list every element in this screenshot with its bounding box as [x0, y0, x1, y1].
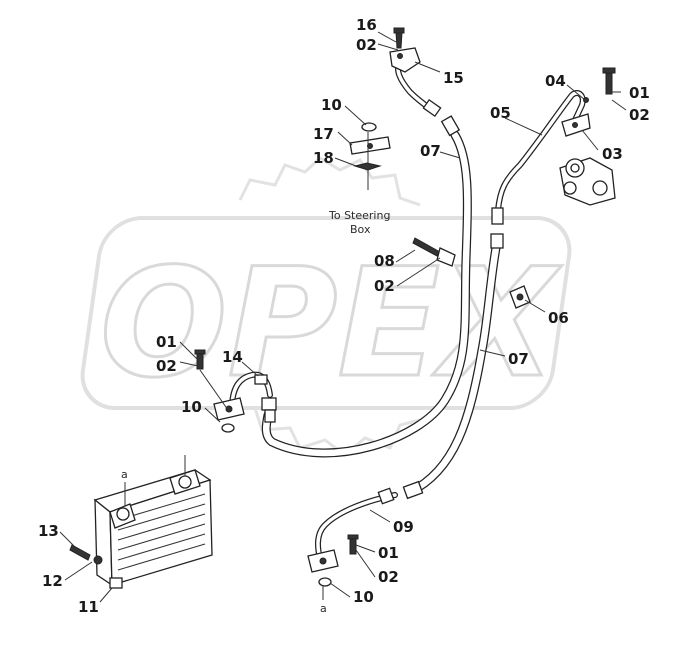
callout-02-right: 02	[629, 106, 650, 124]
fittings	[254, 98, 504, 505]
callout-15: 15	[443, 69, 464, 87]
callout-10-left: 10	[181, 398, 202, 416]
callout-11: 11	[78, 598, 99, 616]
bolt-08	[412, 237, 456, 267]
callout-01-bottom: 01	[378, 544, 399, 562]
hose-07-upper	[261, 130, 472, 458]
callout-16: 16	[356, 16, 377, 34]
port-marker-top: a	[121, 468, 128, 481]
tube-05	[495, 90, 586, 213]
tube-09	[315, 492, 398, 563]
callout-02-left: 02	[156, 357, 177, 375]
steering-note-line2: Box	[350, 223, 371, 236]
flange-09-bottom	[307, 534, 359, 600]
callout-02-top: 02	[356, 36, 377, 54]
callout-13: 13	[38, 522, 59, 540]
callout-07-top: 07	[420, 142, 441, 160]
watermark-text: OPEX	[100, 237, 562, 411]
callout-04: 04	[545, 72, 566, 90]
callout-labels: 16 02 15 10 17 18 07 05 04 01 02 03 08 0…	[38, 16, 650, 616]
watermark: OPEX	[80, 156, 572, 457]
valve-block	[559, 157, 616, 206]
hose-07-lower	[405, 237, 502, 497]
oil-cooler	[69, 455, 213, 589]
callout-10-top: 10	[321, 96, 342, 114]
callout-07-mid: 07	[508, 350, 529, 368]
bracket-17	[349, 122, 391, 190]
flange-14-left	[194, 349, 245, 433]
callout-12: 12	[42, 572, 63, 590]
callout-09: 09	[393, 518, 414, 536]
callout-17: 17	[313, 125, 334, 143]
callout-02-bottom: 02	[378, 568, 399, 586]
callout-01-left: 01	[156, 333, 177, 351]
callout-08: 08	[374, 252, 395, 270]
callout-18: 18	[313, 149, 334, 167]
leader-lines	[59, 31, 627, 603]
watermark-gear	[238, 156, 421, 207]
callout-01-top: 01	[629, 84, 650, 102]
callout-05: 05	[490, 104, 511, 122]
callout-06: 06	[548, 309, 569, 327]
port-marker-bottom: a	[320, 602, 327, 615]
callout-03: 03	[602, 145, 623, 163]
callout-14: 14	[222, 348, 243, 366]
clamp-06	[509, 285, 531, 309]
watermark-frame	[80, 216, 572, 410]
steering-note-line1: To Steering	[328, 209, 390, 222]
callout-02-mid: 02	[374, 277, 395, 295]
clamp-03	[561, 67, 616, 137]
callout-10-bottom: 10	[353, 588, 374, 606]
bracket-15	[389, 27, 421, 73]
